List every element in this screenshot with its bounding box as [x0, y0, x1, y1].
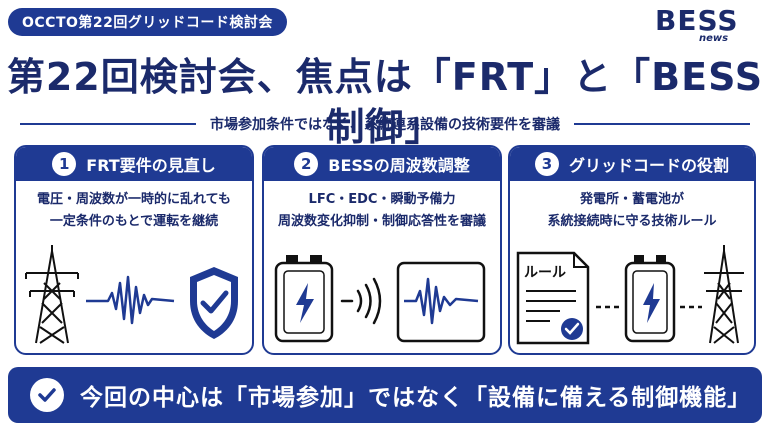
card-title: FRT要件の見直し [86, 156, 216, 175]
signal-icon [340, 277, 382, 325]
card-line: LFC・EDC・瞬動予備力 [308, 192, 456, 207]
shield-check-icon [190, 267, 238, 339]
card-header: 2 BESSの周波数調整 [264, 147, 500, 181]
card-illustration [25, 245, 238, 344]
card-text: 発電所・蓄電池が 系統接続時に守る技術ルール [510, 181, 754, 233]
divider-left [20, 123, 196, 125]
card-line: 電圧・周波数が一時的に乱れても [37, 192, 231, 207]
card-illustration: ルール [516, 245, 744, 345]
card-number: 1 [52, 152, 77, 176]
card-number: 3 [534, 152, 559, 176]
main-title: 第22回検討会、焦点は「FRT」と「BESS制御」 [6, 55, 764, 149]
conclusion-banner: 今回の中心は「市場参加」ではなく「設備に備える制御機能」 [8, 367, 762, 423]
transmission-tower-icon [25, 245, 79, 344]
card-text: 電圧・周波数が一時的に乱れても 一定条件のもとで運転を継続 [16, 181, 252, 233]
card-line: 一定条件のもとで運転を継続 [49, 214, 219, 229]
card-line: 周波数変化抑制・制御応答性を審議 [277, 214, 486, 229]
card-line: 系統接続時に守る技術ルール [547, 214, 717, 229]
logo-sub: news [699, 33, 729, 44]
rule-document-icon: ルール [516, 251, 590, 345]
event-badge: OCCTO第22回グリッドコード検討会 [8, 8, 287, 36]
conclusion-text: 今回の中心は「市場参加」ではなく「設備に備える制御機能」 [80, 385, 752, 411]
card-frt: 1 FRT要件の見直し 電圧・周波数が一時的に乱れても 一定条件のもとで運転を継… [14, 145, 254, 355]
subtitle: 市場参加条件ではなく、系統連系設備の技術要件を審議 [210, 117, 560, 133]
card-number: 2 [294, 152, 319, 176]
card-illustration [274, 255, 486, 343]
card-title: BESSの周波数調整 [328, 156, 470, 175]
card-grid-code: 3 グリッドコードの役割 発電所・蓄電池が 系統接続時に守る技術ルール ルール [508, 145, 756, 355]
check-icon [30, 378, 64, 412]
card-line: 発電所・蓄電池が [579, 192, 684, 207]
card-bess: 2 BESSの周波数調整 LFC・EDC・瞬動予備力 周波数変化抑制・制御応答性… [262, 145, 502, 355]
subtitle-row: 市場参加条件ではなく、系統連系設備の技術要件を審議 [20, 113, 750, 135]
divider-right [574, 123, 750, 125]
battery-icon [624, 255, 676, 343]
bess-news-logo: BESS news [655, 6, 755, 46]
card-header: 3 グリッドコードの役割 [510, 147, 754, 181]
monitor-wave-icon [396, 261, 486, 343]
doc-label: ルール [524, 265, 566, 281]
battery-icon [274, 255, 334, 343]
card-text: LFC・EDC・瞬動予備力 周波数変化抑制・制御応答性を審議 [264, 181, 500, 233]
transmission-tower-icon [704, 245, 744, 344]
logo-text: BESS [655, 4, 739, 37]
card-header: 1 FRT要件の見直し [16, 147, 252, 181]
waveform-icon [86, 275, 175, 325]
card-title: グリッドコードの役割 [568, 156, 729, 175]
